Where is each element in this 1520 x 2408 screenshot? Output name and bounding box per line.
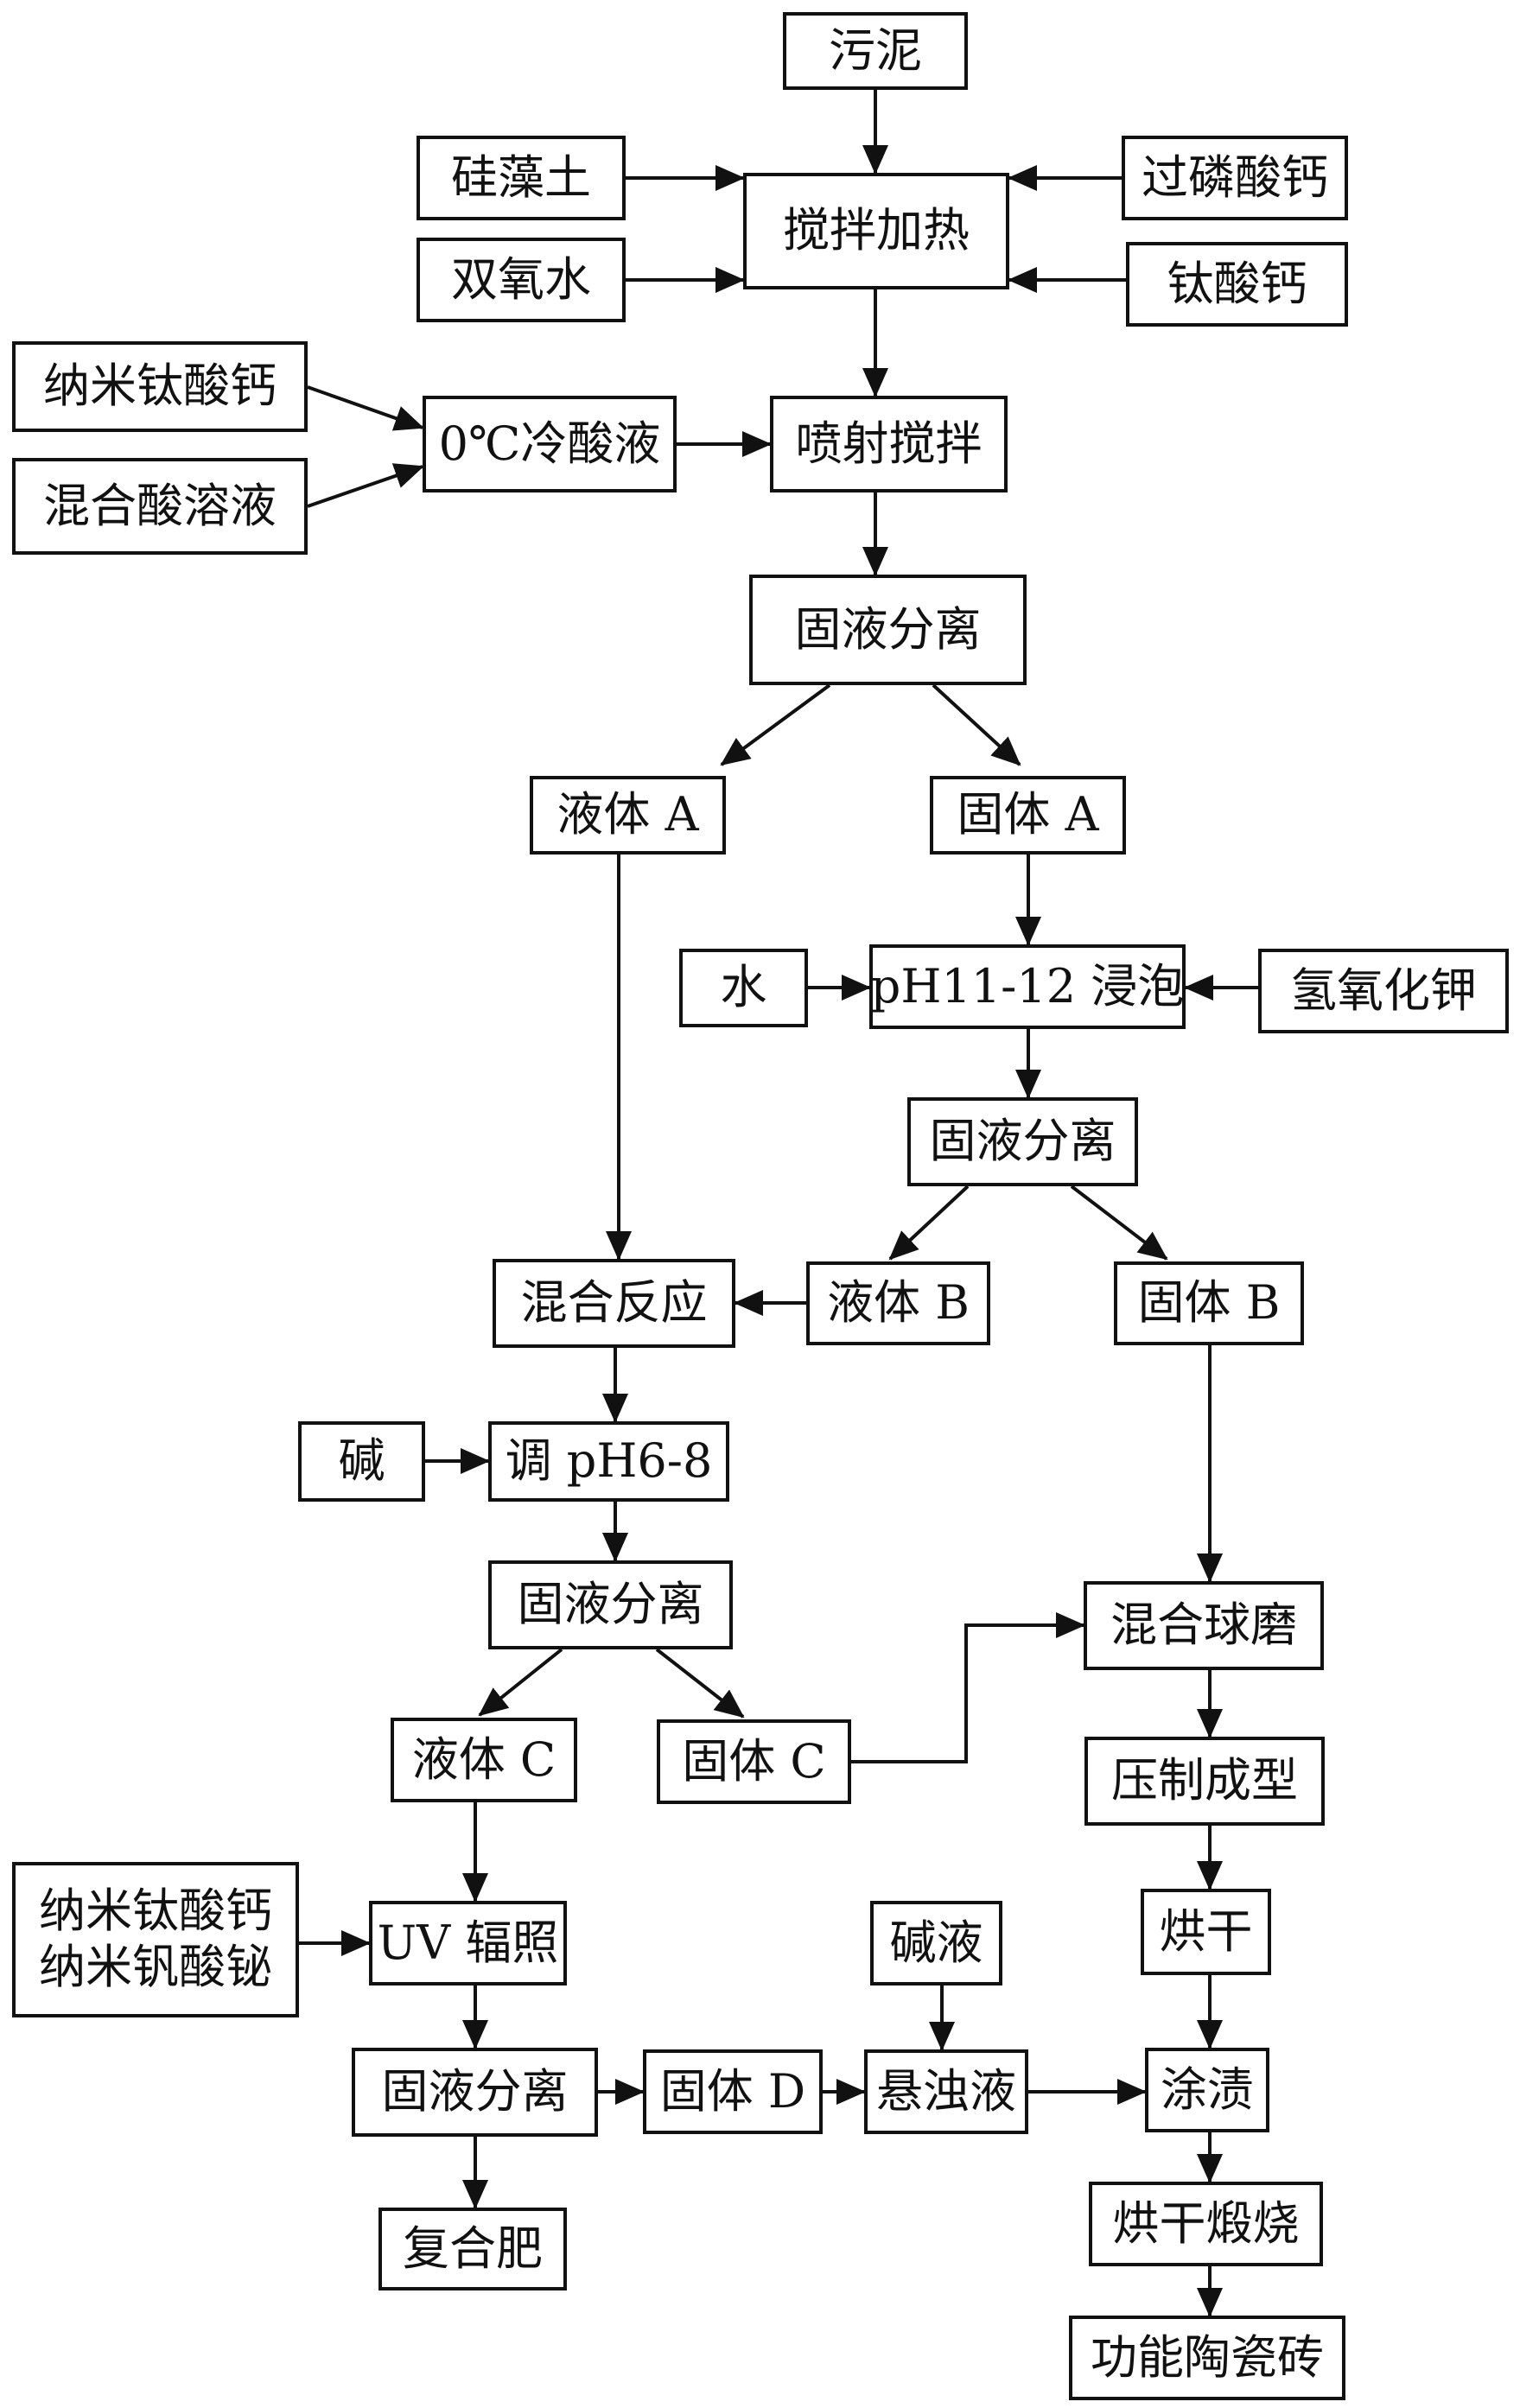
node-nano-catalysts-line1: 纳米钛酸钙: [39, 1884, 272, 1939]
node-cold-acid: 0℃冷酸液: [423, 396, 677, 492]
node-dry-calcine-label: 烘干煅烧: [1112, 2195, 1300, 2251]
node-suspension: 悬浊液: [864, 2049, 1028, 2134]
node-alkali: 碱: [298, 1421, 425, 1502]
node-sludge: 污泥: [783, 12, 968, 90]
node-liquid-c: 液体 C: [391, 1718, 577, 1802]
node-adjust-ph-label: 调 pH6-8: [505, 1433, 713, 1489]
node-liquid-a-label: 液体 A: [556, 787, 699, 842]
arrow-solidc-to-ballmill: [851, 1612, 1085, 1763]
node-water: 水: [679, 949, 808, 1027]
node-liquid-c-label: 液体 C: [411, 1731, 556, 1787]
node-spray-stir-label: 喷射搅拌: [795, 416, 983, 471]
node-nano-catalysts-line2: 纳米钒酸铋: [39, 1940, 272, 1994]
node-sl-sep-2-label: 固液分离: [929, 1114, 1116, 1169]
arrow-slsep3-to-solidc: [655, 1648, 745, 1719]
node-sl-sep-4-label: 固液分离: [381, 2064, 569, 2119]
node-ball-mill-label: 混合球磨: [1110, 1598, 1297, 1653]
node-sl-sep-1-label: 固液分离: [794, 601, 982, 657]
node-alkali-liquid-label: 碱液: [889, 1915, 983, 1970]
node-mix-react: 混合反应: [493, 1259, 735, 1348]
node-dry-calcine: 烘干煅烧: [1089, 2182, 1323, 2266]
node-hydrogen-peroxide: 双氧水: [417, 238, 626, 322]
arrow-slsep1-to-solida: [932, 683, 1021, 766]
arrow-nanocat-to-coldacid: [307, 385, 424, 431]
node-mixed-acid-label: 混合酸溶液: [43, 478, 277, 533]
node-liquid-a: 液体 A: [530, 776, 726, 855]
node-sl-sep-3-label: 固液分离: [517, 1577, 704, 1632]
node-sl-sep-4: 固液分离: [352, 2048, 598, 2137]
node-diatomite: 硅藻土: [417, 136, 626, 220]
node-dry-label: 烘干: [1159, 1903, 1253, 1959]
node-liquid-b-label: 液体 B: [827, 1275, 970, 1331]
node-cold-acid-label: 0℃冷酸液: [438, 416, 661, 471]
node-coating-label: 涂渍: [1161, 2062, 1254, 2117]
node-superphosphate-label: 过磷酸钙: [1142, 149, 1328, 205]
node-sl-sep-2: 固液分离: [907, 1097, 1138, 1186]
node-superphosphate: 过磷酸钙: [1122, 136, 1348, 220]
node-diatomite-label: 硅藻土: [451, 149, 591, 205]
node-solid-b-label: 固体 B: [1137, 1275, 1281, 1331]
node-liquid-b: 液体 B: [806, 1261, 990, 1345]
node-solid-c: 固体 C: [657, 1719, 851, 1804]
node-nano-calcium-titanate: 纳米钛酸钙: [12, 341, 308, 432]
node-mix-react-label: 混合反应: [520, 1275, 708, 1331]
arrow-slsep2-to-solidb: [1070, 1185, 1168, 1261]
node-sl-sep-1: 固液分离: [749, 575, 1027, 685]
node-solid-d: 固体 D: [643, 2049, 823, 2134]
arrow-slsep2-to-liquidb: [888, 1185, 970, 1261]
node-alkali-label: 碱: [338, 1433, 385, 1489]
node-sludge-label: 污泥: [829, 22, 922, 78]
node-dry: 烘干: [1141, 1889, 1271, 1975]
node-functional-tile: 功能陶瓷砖: [1069, 2316, 1345, 2400]
node-nano-calcium-titanate-label: 纳米钛酸钙: [43, 359, 277, 414]
node-solid-d-label: 固体 D: [659, 2063, 806, 2119]
node-suspension-label: 悬浊液: [876, 2063, 1016, 2119]
node-alkali-liquid: 碱液: [870, 1901, 1002, 1985]
node-solid-a: 固体 A: [930, 776, 1126, 855]
node-stir-heat: 搅拌加热: [743, 173, 1009, 289]
node-compound-fertilizer: 复合肥: [378, 2208, 567, 2290]
node-nano-catalysts: 纳米钛酸钙 纳米钒酸铋: [12, 1862, 299, 2017]
arrow-mixedacid-to-coldacid: [307, 463, 424, 508]
node-adjust-ph: 调 pH6-8: [488, 1421, 729, 1502]
node-ball-mill: 混合球磨: [1084, 1581, 1324, 1670]
node-stir-heat-label: 搅拌加热: [783, 203, 970, 258]
node-solid-a-label: 固体 A: [957, 787, 1099, 842]
arrow-slsep1-to-liquida: [720, 683, 831, 766]
node-uv-label: UV 辐照: [377, 1915, 559, 1970]
node-calcium-titanate: 钛酸钙: [1126, 242, 1348, 327]
node-compound-fertilizer-label: 复合肥: [403, 2221, 543, 2276]
node-coating: 涂渍: [1145, 2048, 1269, 2132]
node-press-mold-label: 压制成型: [1111, 1753, 1298, 1808]
node-soak: pH11-12 浸泡: [869, 944, 1186, 1029]
node-soak-label: pH11-12 浸泡: [870, 958, 1185, 1013]
arrow-slsep3-to-liquidc: [478, 1648, 563, 1717]
node-mixed-acid: 混合酸溶液: [12, 458, 308, 555]
node-functional-tile-label: 功能陶瓷砖: [1091, 2329, 1324, 2385]
node-solid-b: 固体 B: [1114, 1261, 1304, 1345]
node-hydrogen-peroxide-label: 双氧水: [451, 251, 591, 307]
node-uv: UV 辐照: [369, 1901, 567, 1985]
node-calcium-titanate-label: 钛酸钙: [1167, 256, 1307, 311]
node-sl-sep-3: 固液分离: [488, 1560, 733, 1649]
node-koh-label: 氢氧化钾: [1290, 963, 1477, 1018]
node-water-label: 水: [720, 960, 767, 1015]
node-koh: 氢氧化钾: [1258, 949, 1509, 1033]
node-spray-stir: 喷射搅拌: [770, 396, 1008, 492]
node-press-mold: 压制成型: [1084, 1737, 1325, 1826]
node-solid-c-label: 固体 C: [682, 1733, 826, 1789]
